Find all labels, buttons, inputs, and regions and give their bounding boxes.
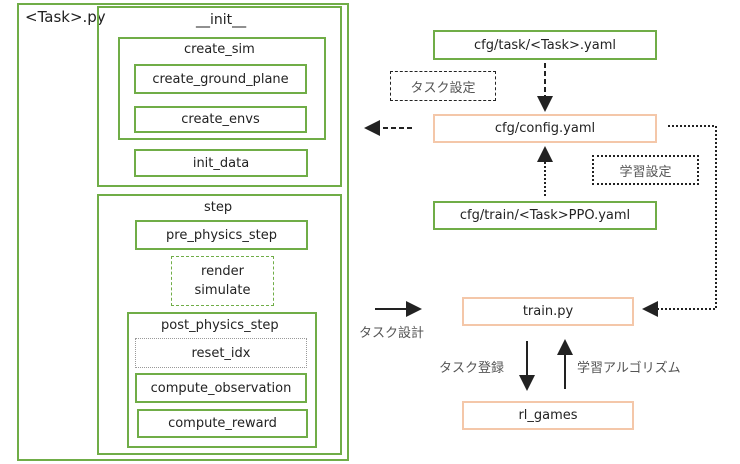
arrow-config-to-train-py [642,125,717,317]
task-register-label: タスク登録 [439,361,505,376]
rl-games-box: rl_games [462,401,634,430]
create-envs-box: create_envs [134,106,307,133]
algorithm-label: 学習アルゴリズム [577,361,681,376]
task-file-box [17,3,349,461]
train-py-box: train.py [462,297,634,326]
post-physics-step-box [127,312,317,448]
task-yaml-box: cfg/task/<Task>.yaml [433,30,657,60]
init-data-box: init_data [134,149,308,177]
post-physics-step-label: post_physics_step [161,318,279,333]
render-simulate-box: render simulate [171,256,274,306]
init-label: __init__ [196,12,247,28]
create-sim-box [118,37,326,140]
train-yaml-box: cfg/train/<Task>PPO.yaml [433,201,657,230]
task-design-label: タスク設計 [359,326,425,341]
render-label: render [201,264,244,279]
reset-idx-box: reset_idx [135,338,307,368]
compute-observation-box: compute_observation [135,373,307,403]
init-box [97,6,342,187]
step-box [97,194,342,455]
config-yaml-box: cfg/config.yaml [433,114,657,143]
create-ground-plane-box: create_ground_plane [134,64,307,94]
task-file-title: <Task>.py [25,8,106,26]
step-label: step [204,200,233,215]
task-setting-label: タスク設定 [390,71,496,101]
pre-physics-step-box: pre_physics_step [135,220,308,250]
train-setting-label: 学習設定 [592,155,699,185]
create-sim-label: create_sim [184,42,255,57]
compute-reward-box: compute_reward [137,409,308,438]
simulate-label: simulate [194,283,251,298]
